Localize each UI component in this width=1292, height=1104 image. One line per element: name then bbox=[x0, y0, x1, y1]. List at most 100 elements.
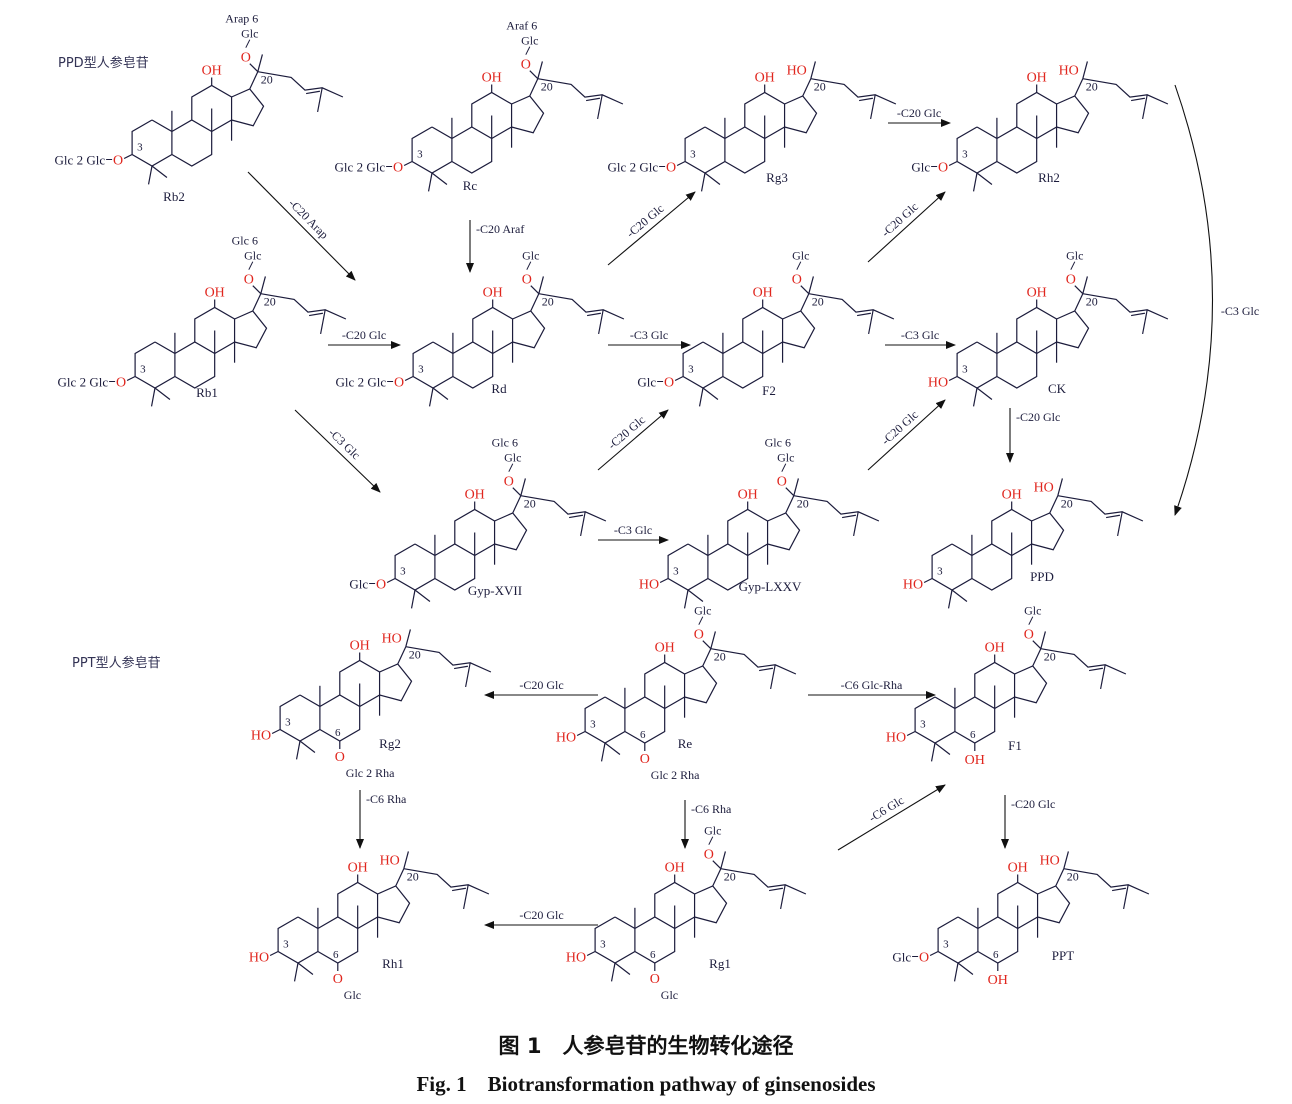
c20-oxygen: O bbox=[244, 273, 254, 288]
c3-oxygen: O bbox=[394, 376, 404, 391]
c3-locant: 3 bbox=[417, 149, 423, 161]
figure-caption-english: Fig. 1 Biotransformation pathway of gins… bbox=[416, 1072, 876, 1096]
c20-locant: 20 bbox=[814, 80, 826, 94]
bond bbox=[769, 887, 783, 892]
c12-hydroxyl: OH bbox=[753, 286, 773, 301]
bond bbox=[702, 387, 719, 400]
bond bbox=[1040, 648, 1127, 675]
arrow-line bbox=[837, 784, 946, 851]
bond bbox=[452, 887, 466, 892]
c3-hydroxyl: HO bbox=[928, 376, 948, 391]
bond bbox=[248, 261, 254, 270]
bond bbox=[538, 293, 625, 320]
bond bbox=[710, 631, 716, 649]
c20-sugar: Glc bbox=[777, 451, 794, 465]
c20-sugar: Glc bbox=[522, 249, 539, 263]
bond bbox=[720, 868, 807, 895]
c20-sugar: Arap 6 bbox=[225, 12, 258, 26]
bond bbox=[249, 63, 259, 73]
bond bbox=[520, 495, 607, 522]
bond bbox=[428, 387, 434, 407]
bond bbox=[974, 661, 1016, 710]
bond bbox=[1056, 95, 1090, 134]
bond bbox=[782, 310, 816, 349]
bond bbox=[923, 577, 933, 584]
bond bbox=[320, 309, 326, 335]
bond bbox=[576, 730, 586, 737]
bond bbox=[1100, 664, 1106, 690]
bond bbox=[397, 646, 407, 665]
c3-hydroxyl: HO bbox=[639, 578, 659, 593]
bond bbox=[720, 851, 726, 869]
bond bbox=[465, 662, 471, 688]
c12-hydroxyl: OH bbox=[350, 639, 370, 654]
c20-locant: 20 bbox=[1086, 80, 1098, 94]
bond bbox=[634, 916, 676, 964]
c20-locant: 20 bbox=[1067, 870, 1079, 884]
bond bbox=[245, 39, 251, 48]
bond bbox=[947, 589, 953, 609]
bond bbox=[796, 261, 802, 270]
c3-sugar: Glc bbox=[637, 375, 656, 390]
bond bbox=[150, 387, 156, 407]
bond bbox=[704, 172, 721, 185]
bond bbox=[587, 312, 601, 317]
bond bbox=[569, 514, 583, 519]
bond bbox=[1112, 887, 1126, 892]
bond bbox=[1082, 61, 1088, 79]
reaction-arrow: -C6 Glc bbox=[837, 784, 946, 851]
bond bbox=[252, 285, 262, 295]
c3-locant: 3 bbox=[943, 939, 949, 951]
c20-oxygen: O bbox=[704, 848, 714, 863]
bond bbox=[1074, 78, 1084, 97]
ppd-section-label: PPD型人参皂苷 bbox=[58, 56, 149, 71]
compound-name: Gyp-XVII bbox=[468, 583, 522, 598]
arrow-line bbox=[867, 399, 946, 471]
bond bbox=[317, 916, 359, 964]
bond bbox=[614, 962, 631, 975]
bond bbox=[434, 543, 476, 591]
c12-hydroxyl: OH bbox=[738, 488, 758, 503]
c20-sugar: Glc bbox=[1024, 604, 1041, 618]
bond bbox=[674, 375, 684, 382]
bond bbox=[471, 91, 513, 140]
compound-name: CK bbox=[1048, 381, 1067, 396]
bond bbox=[1028, 616, 1034, 625]
bond bbox=[991, 508, 1033, 557]
bond bbox=[454, 665, 468, 670]
c20-oxygen: O bbox=[504, 475, 514, 490]
reaction-arrow: -C3 Glc bbox=[1174, 84, 1259, 516]
c3-locant: 3 bbox=[937, 566, 943, 578]
c3-oxygen: O bbox=[664, 376, 674, 391]
reaction-arrow: -C3 Glc bbox=[885, 328, 956, 349]
c20-locant: 20 bbox=[812, 295, 824, 309]
bond bbox=[414, 589, 431, 602]
bond bbox=[702, 648, 712, 667]
c6-oxygen: O bbox=[333, 972, 343, 987]
c3-locant: 3 bbox=[140, 364, 146, 376]
bond bbox=[1131, 97, 1145, 102]
bond bbox=[306, 90, 320, 95]
compound-name: PPT bbox=[1052, 948, 1074, 963]
bond bbox=[1057, 478, 1063, 496]
bond bbox=[800, 285, 810, 295]
bond bbox=[702, 640, 712, 650]
bond bbox=[537, 78, 624, 105]
c12-hydroxyl: OH bbox=[1027, 286, 1047, 301]
c20-sugar: Glc bbox=[244, 249, 261, 263]
c12-hydroxyl: OH bbox=[465, 488, 485, 503]
c20-hydroxyl: HO bbox=[1059, 64, 1079, 79]
c20-oxygen: O bbox=[792, 273, 802, 288]
bond bbox=[530, 285, 540, 295]
c3-hydroxyl: HO bbox=[556, 731, 576, 746]
c3-locant: 3 bbox=[962, 364, 968, 376]
bond bbox=[694, 885, 728, 924]
reaction-arrow: -C20 Glc bbox=[484, 908, 598, 929]
reaction-arrow: -C3 Glc bbox=[294, 409, 381, 493]
arrow-label: -C20 Araf bbox=[476, 222, 524, 236]
reaction-arrow: -C20 Glc bbox=[484, 678, 598, 699]
c12-hydroxyl: OH bbox=[482, 71, 502, 86]
bond bbox=[1014, 665, 1048, 704]
